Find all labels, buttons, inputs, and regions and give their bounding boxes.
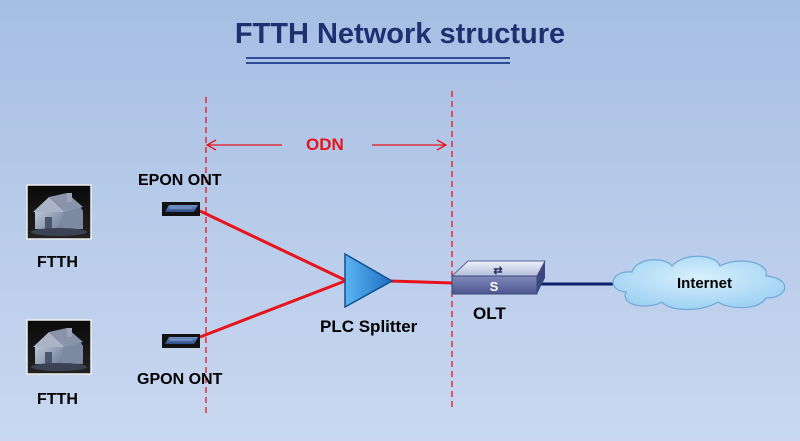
ftth-label-bottom: FTTH <box>37 391 78 408</box>
ont-device-icon <box>162 202 200 216</box>
olt-label: OLT <box>473 304 506 323</box>
odn-arrow-right <box>372 139 448 151</box>
fiber-line-olt <box>389 279 454 285</box>
epon-ont-label: EPON ONT <box>138 172 222 189</box>
svg-text:S: S <box>490 279 499 294</box>
internet-cloud-icon <box>612 255 786 311</box>
odn-label: ODN <box>306 135 344 154</box>
plc-splitter-label: PLC Splitter <box>320 317 418 336</box>
ont-device-icon <box>162 334 200 348</box>
house-icon <box>26 184 92 240</box>
odn-arrow-left <box>205 139 282 151</box>
title-underline-2 <box>246 62 510 64</box>
splitter-icon <box>344 252 394 309</box>
olt-switch-icon: ⇄ S <box>450 260 546 295</box>
gpon-ont-label: GPON ONT <box>137 371 223 388</box>
ftth-label-top: FTTH <box>37 254 78 271</box>
fiber-line-epon <box>199 209 346 282</box>
fiber-line-gpon <box>199 279 346 339</box>
svg-text:⇄: ⇄ <box>493 265 502 277</box>
page-title: FTTH Network structure <box>234 18 566 50</box>
internet-label: Internet <box>677 275 733 292</box>
house-icon <box>26 319 92 375</box>
title-underline <box>246 57 510 59</box>
